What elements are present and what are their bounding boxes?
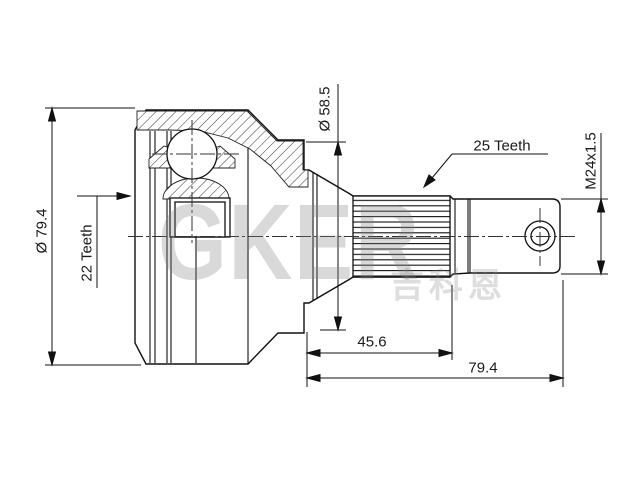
dim-shaft-length-lines [305,280,565,387]
leader-shaft-spline [422,153,548,189]
dim-shoulder-diameter-label: Ø 58.5 [316,86,334,132]
dim-thread-lines [561,133,608,276]
dim-outer-diameter-label: Ø 79.4 [33,208,51,254]
dim-shaft-spline-label: 25 Teeth [473,137,531,155]
section-hatching [136,110,309,200]
dim-thread-label: M24x1.5 [582,132,600,190]
dim-spline-length-lines [305,285,454,387]
dim-inner-spline-label: 22 Teeth [78,224,96,282]
leader-inner-spline [77,191,132,288]
ball-and-race [166,128,231,238]
dim-shoulder-diameter-lines [306,84,346,332]
dim-spline-length-label: 45.6 [357,333,387,351]
dim-shaft-length-label: 79.4 [468,359,498,377]
center-lines [128,120,578,266]
dim-outer-diameter-lines [45,106,141,367]
part-outline [134,109,561,365]
